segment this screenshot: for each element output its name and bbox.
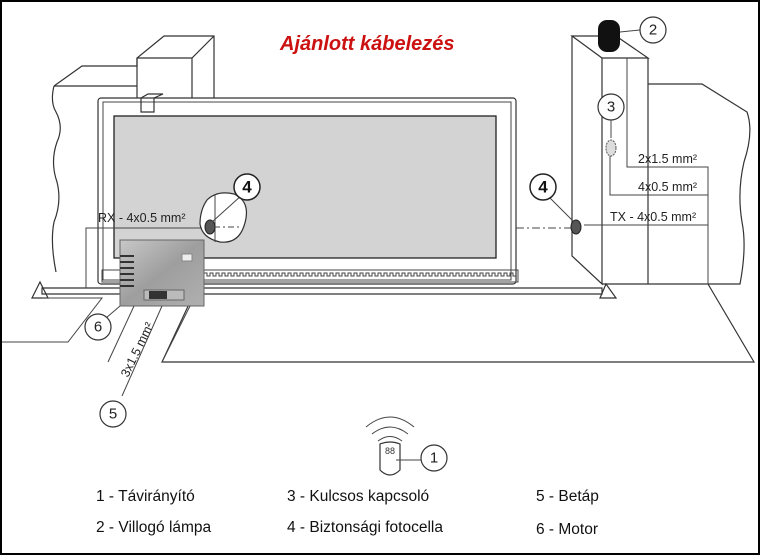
- key-switch-icon: [605, 139, 617, 157]
- diagram-title: Ajánlott kábelezés: [279, 33, 455, 55]
- gear-rack: [101, 269, 519, 283]
- callout-3: 3: [607, 99, 615, 116]
- lamp-icon: [598, 20, 620, 52]
- power-cable-label: 3x1.5 mm²: [118, 320, 156, 379]
- motor-unit: [119, 239, 205, 307]
- callout-2: 2: [649, 22, 657, 39]
- key-switch: 3: [597, 93, 625, 157]
- ground: [2, 283, 756, 363]
- remote-control: 88 1: [365, 416, 448, 476]
- tx-cable-label: TX - 4x0.5 mm²: [610, 210, 696, 224]
- callout-4-rx: 4: [242, 178, 252, 197]
- key-switch-cable-label: 4x0.5 mm²: [638, 180, 697, 194]
- callout-5: 5: [109, 406, 117, 423]
- legend-item-2: 2 - Villogó lámpa: [96, 519, 212, 536]
- legend-item-1: 1 - Távirányító: [96, 488, 195, 505]
- photocell-rx: 4 RX - 4x0.5 mm²: [85, 173, 261, 288]
- flashing-lamp: 2: [598, 16, 667, 52]
- gate-top-bracket: [140, 93, 164, 113]
- right-cables: 2x1.5 mm² 4x0.5 mm² TX - 4x0.5 mm²: [516, 58, 709, 284]
- legend-item-5: 5 - Betáp: [536, 488, 599, 505]
- power-cable: 3x1.5 mm² 5: [99, 305, 191, 428]
- motor-callout: 6: [84, 305, 121, 341]
- callout-6: 6: [94, 319, 102, 336]
- photocell-rx-icon: [204, 219, 216, 235]
- legend-item-4: 4 - Biztonsági fotocella: [287, 519, 443, 536]
- legend-item-6: 6 - Motor: [536, 521, 599, 538]
- rx-cable-label: RX - 4x0.5 mm²: [98, 211, 186, 225]
- gate-panel: [113, 115, 497, 259]
- remote-icon: [379, 441, 401, 476]
- left-wall: [51, 35, 215, 273]
- photocell-tx-icon: [570, 219, 582, 235]
- callout-1: 1: [430, 450, 438, 467]
- callout-4-tx: 4: [538, 178, 548, 197]
- photocell-tx: 4: [529, 173, 582, 235]
- svg-text:88: 88: [385, 446, 395, 456]
- lamp-cable-label: 2x1.5 mm²: [638, 152, 697, 166]
- legend-item-3: 3 - Kulcsos kapcsoló: [287, 488, 430, 505]
- sliding-gate: [31, 93, 618, 299]
